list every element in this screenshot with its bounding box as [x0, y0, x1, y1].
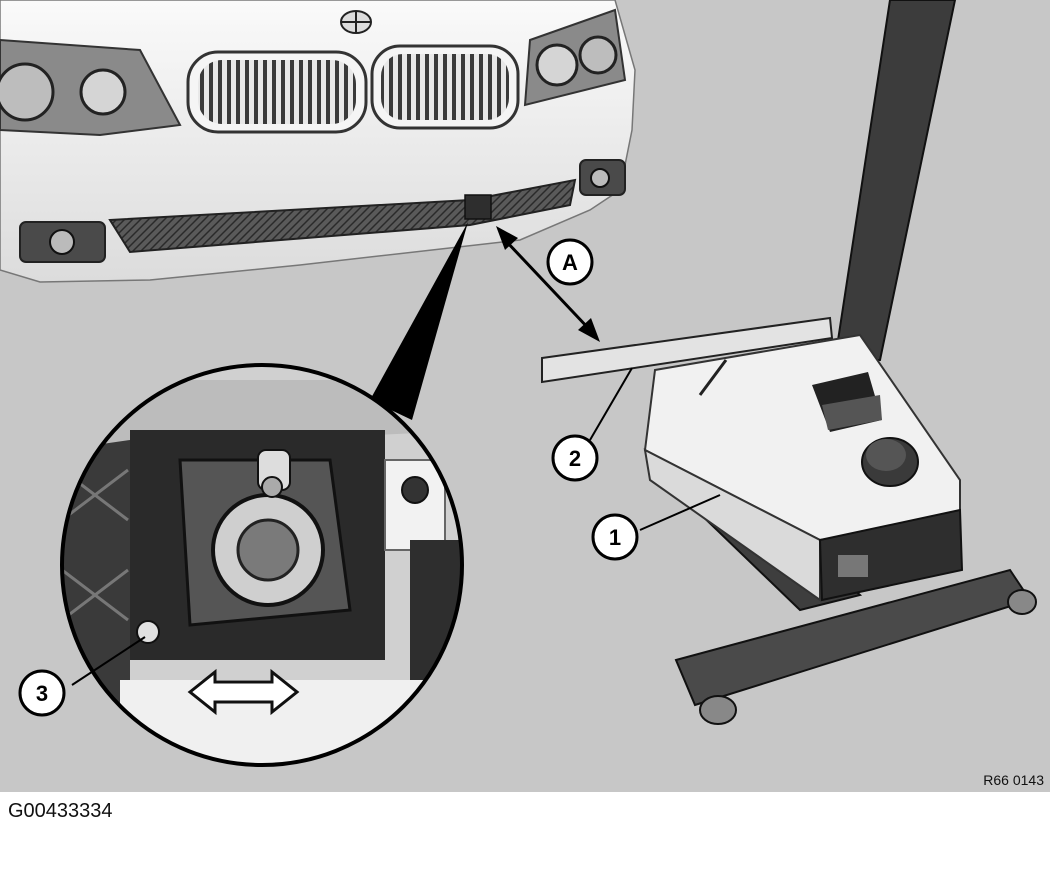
callout-3-label: 3	[36, 681, 48, 706]
car-front	[0, 0, 636, 283]
detail-inset	[60, 363, 464, 767]
technical-illustration: 1 2 3 A R66 0143	[0, 0, 1050, 792]
graphic-id: G00433334	[8, 800, 113, 822]
callout-2-label: 2	[569, 446, 581, 471]
leader-line-2	[589, 367, 633, 441]
leader-line-3	[71, 636, 146, 686]
device-column	[833, 0, 957, 361]
callout-2: 2	[551, 434, 599, 482]
callout-1-label: 1	[609, 525, 621, 550]
callout-a: A	[546, 238, 594, 286]
adjusting-screw	[261, 476, 283, 498]
callout-3: 3	[18, 669, 66, 717]
leader-line-1	[639, 494, 721, 531]
callout-a-label: A	[562, 250, 578, 275]
dimension-arrow	[496, 226, 600, 342]
reference-code: R66 0143	[983, 772, 1044, 788]
illustration-svg: 1 2 3 A	[0, 0, 1037, 767]
sensor-mount	[464, 194, 492, 220]
zoom-pointer	[370, 222, 468, 420]
alignment-device	[541, 0, 1037, 725]
adjustment-direction-arrow	[187, 668, 300, 716]
callout-1: 1	[591, 513, 639, 561]
